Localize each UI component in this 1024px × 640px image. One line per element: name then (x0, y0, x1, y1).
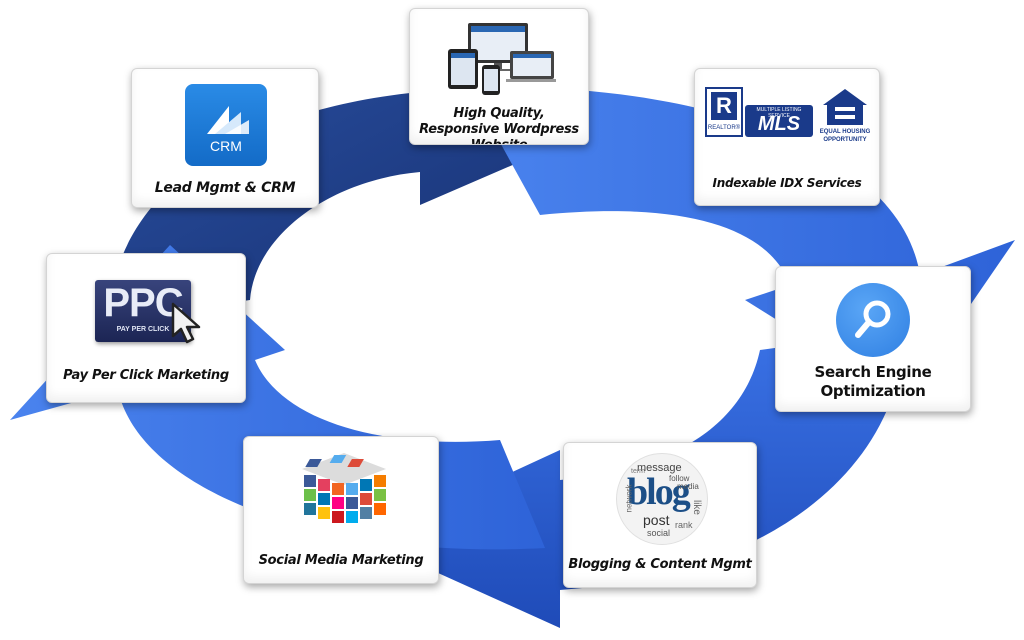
blog-word-message: message (637, 462, 682, 474)
eho-text: EQUAL HOUSING (819, 129, 871, 135)
realtor-logo-icon: R REALTOR® (705, 87, 743, 137)
realtor-text: REALTOR® (707, 125, 741, 131)
card-blogging-content: message blog post social network follow … (563, 442, 757, 588)
card-label: Blogging & Content Mgmt (568, 557, 752, 572)
blog-word-media: media (677, 482, 699, 491)
card-label: High Quality, Responsive Wordpress Websi… (419, 106, 579, 144)
crm-icon-text: CRM (210, 138, 242, 154)
card-seo: Search Engine Optimization (775, 266, 971, 412)
blog-word-blog: blog (627, 471, 691, 513)
realtor-letter: R (711, 92, 737, 120)
mls-small-text: MULTIPLE LISTING SERVICE (756, 107, 802, 119)
card-social-media: Social Media Marketing (243, 436, 439, 584)
crm-logo-icon: CRM (185, 84, 267, 166)
card-label: Lead Mgmt & CRM (154, 180, 296, 196)
card-wordpress-website: High Quality, Responsive Wordpress Websi… (409, 8, 589, 145)
magnifier-icon (836, 283, 910, 357)
card-lead-mgmt-crm: CRM Lead Mgmt & CRM (131, 68, 319, 208)
mls-logo-icon: MULTIPLE LISTING SERVICE MLS (745, 105, 813, 137)
card-label: Pay Per Click Marketing (63, 368, 229, 383)
blog-word-network: network (624, 484, 634, 513)
card-pay-per-click: PPC PAY PER CLICK Pay Per Click Marketin… (46, 253, 246, 403)
responsive-devices-icon (446, 19, 558, 99)
blog-word-follow: follow (669, 474, 690, 483)
ppc-icon-text: PPC (103, 281, 183, 325)
card-indexable-idx: R REALTOR® MULTIPLE LISTING SERVICE MLS … (694, 68, 880, 206)
equal-housing-logo-icon: EQUAL HOUSING OPPORTUNITY (817, 87, 873, 149)
blog-word-post: post (643, 512, 670, 528)
blog-word-term: term (631, 468, 645, 475)
card-label: Search Engine Optimization (814, 363, 932, 400)
card-label: Social Media Marketing (258, 553, 424, 568)
ppc-cursor-icon: PPC PAY PER CLICK (95, 276, 215, 350)
blog-word-social: social (647, 528, 671, 538)
blog-word-rank: rank (675, 520, 693, 530)
blog-word-cloud-icon: message blog post social network follow … (616, 453, 708, 545)
social-cube-icon (296, 445, 392, 541)
card-label: Indexable IDX Services (712, 176, 862, 190)
eho-text2: OPPORTUNITY (823, 137, 867, 143)
realtor-mls-equal-housing-icon: R REALTOR® MULTIPLE LISTING SERVICE MLS … (705, 83, 873, 153)
blog-word-like: like (691, 499, 703, 516)
mls-text: MLS (757, 113, 801, 135)
ppc-icon-sub: PAY PER CLICK (116, 326, 170, 333)
